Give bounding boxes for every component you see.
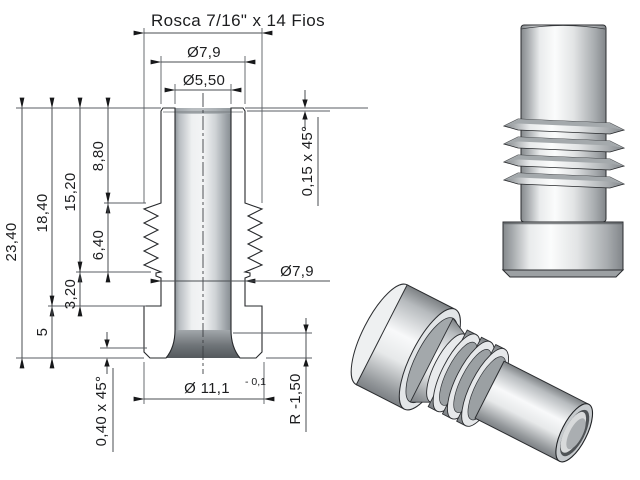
iso-thread-rings xyxy=(427,329,509,427)
dim-flange-height: 5 xyxy=(34,328,51,337)
dim-total-height: 23,40 xyxy=(3,222,20,261)
dim-flange-diameter-tolerance: - 0,1 xyxy=(245,376,266,388)
dim-chamfer-bottom: 0,40 x 45° xyxy=(93,376,110,447)
dim-bore-diameter: Ø5,50 xyxy=(183,72,225,89)
front-view-flange xyxy=(501,221,625,278)
dim-thread-note: Rosca 7/16" x 14 Fios xyxy=(151,11,325,30)
dimension-labels: Rosca 7/16" x 14 Fios Ø7,9 Ø5,50 23,40 1… xyxy=(3,11,325,446)
dimension-lines xyxy=(19,30,330,452)
dim-chamfer-top: 0,15 x 45° xyxy=(299,126,316,197)
section-view xyxy=(142,93,264,374)
dim-tube-od-top: Ø7,9 xyxy=(187,44,221,61)
section-wall-right xyxy=(230,107,264,359)
extension-lines xyxy=(16,28,368,404)
dim-neck-length: 3,20 xyxy=(62,279,79,309)
front-view-3d xyxy=(501,24,626,278)
dim-height-to-thread-top: 8,80 xyxy=(90,141,107,171)
dim-height-to-flange: 18,40 xyxy=(34,193,51,232)
front-view-thread xyxy=(502,118,626,189)
dim-bottom-radius: R -1,50 xyxy=(287,373,304,424)
section-wall-left xyxy=(142,107,176,359)
iso-bore-depth xyxy=(566,418,586,450)
dim-flange-diameter: Ø 11,1 xyxy=(184,380,230,397)
dim-height-to-thread-bottom: 15,20 xyxy=(62,172,79,211)
isometric-view-3d xyxy=(350,283,594,463)
dim-thread-length: 6,40 xyxy=(90,230,107,260)
dim-tube-od-below-thread: Ø7,9 xyxy=(280,263,314,280)
